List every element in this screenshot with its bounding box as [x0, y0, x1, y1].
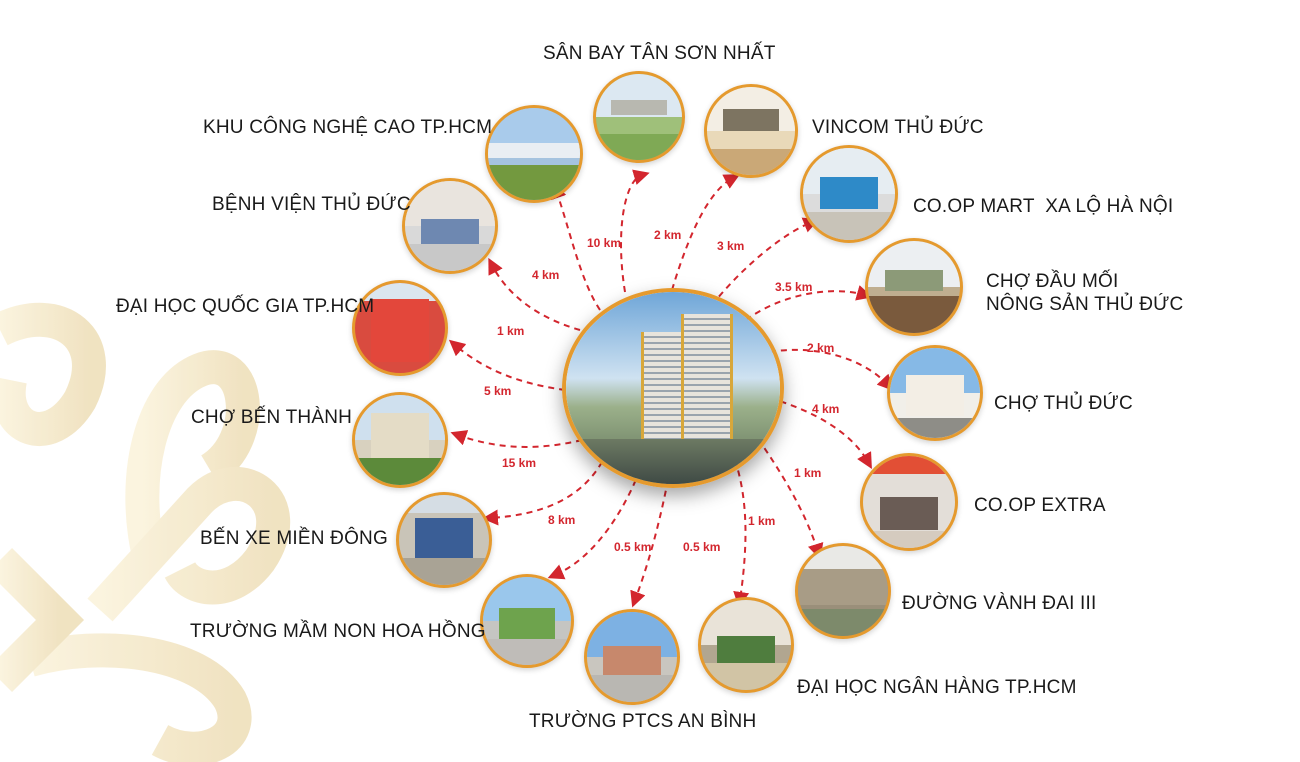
distance-cho-dau-moi: 3.5 km: [775, 280, 813, 294]
thumb-ben-xe: [396, 492, 492, 588]
distance-coop-extra: 4 km: [812, 402, 840, 416]
label-cho-dau-moi-line1: CHỢ ĐẦU MỐI: [986, 271, 1119, 292]
label-vincom: VINCOM THỦ ĐỨC: [812, 117, 984, 138]
distance-coop-mart: 3 km: [717, 239, 745, 253]
label-san-bay: SÂN BAY TÂN SƠN NHẤT: [543, 43, 776, 64]
thumb-dh-quoc-gia: [352, 280, 448, 376]
distance-vanh-dai: 1 km: [794, 466, 822, 480]
thumb-dh-ngan-hang: [698, 597, 794, 693]
distance-vincom: 2 km: [654, 228, 682, 242]
label-cho-thu-duc: CHỢ THỦ ĐỨC: [994, 393, 1133, 414]
label-cho-ben-thanh: CHỢ BẾN THÀNH: [191, 407, 353, 428]
label-ptcs-an-binh: TRƯỜNG PTCS AN BÌNH: [529, 711, 757, 732]
thumb-coop-mart: [800, 145, 898, 243]
label-dh-ngan-hang: ĐẠI HỌC NGÂN HÀNG TP.HCM: [797, 677, 1077, 698]
label-dh-quoc-gia: ĐẠI HỌC QUỐC GIA TP.HCM: [116, 296, 375, 317]
thumb-cho-ben-thanh: [352, 392, 448, 488]
thumb-khu-cong-nghe: [485, 105, 583, 203]
label-coop-mart: CO.OP MART XA LỘ HÀ NỘI: [913, 196, 1174, 217]
thumb-cho-dau-moi: [865, 238, 963, 336]
distance-cho-ben-thanh: 15 km: [502, 456, 537, 470]
thumb-cho-thu-duc: [887, 345, 983, 441]
distance-dh-ngan-hang: 1 km: [748, 514, 776, 528]
thumb-mam-non: [480, 574, 574, 668]
distance-dh-quoc-gia: 5 km: [484, 384, 512, 398]
distance-khu-cong-nghe: 4 km: [532, 268, 560, 282]
thumb-ptcs-an-binh: [584, 609, 680, 705]
label-cho-dau-moi-line2: NÔNG SẢN THỦ ĐỨC: [986, 294, 1184, 315]
thumb-benh-vien: [402, 178, 498, 274]
label-coop-extra: CO.OP EXTRA: [974, 495, 1106, 516]
distance-benh-vien: 1 km: [497, 324, 525, 338]
label-mam-non: TRƯỜNG MẦM NON HOA HỒNG: [190, 621, 486, 642]
distance-san-bay: 10 km: [587, 236, 622, 250]
distance-ptcs-an-binh: 0.5 km: [683, 540, 721, 554]
thumb-san-bay: [593, 71, 685, 163]
distance-ben-xe: 8 km: [548, 513, 576, 527]
label-ben-xe: BẾN XE MIỀN ĐÔNG: [200, 528, 388, 549]
label-benh-vien: BỆNH VIỆN THỦ ĐỨC: [212, 194, 411, 215]
thumb-vincom: [704, 84, 798, 178]
label-vanh-dai: ĐƯỜNG VÀNH ĐAI III: [902, 593, 1097, 614]
distance-mam-non: 0.5 km: [614, 540, 652, 554]
project-center-image: [562, 288, 784, 488]
thumb-vanh-dai: [795, 543, 891, 639]
label-khu-cong-nghe: KHU CÔNG NGHỆ CAO TP.HCM: [203, 117, 493, 138]
thumb-coop-extra: [860, 453, 958, 551]
distance-cho-thu-duc: 2 km: [807, 341, 835, 355]
